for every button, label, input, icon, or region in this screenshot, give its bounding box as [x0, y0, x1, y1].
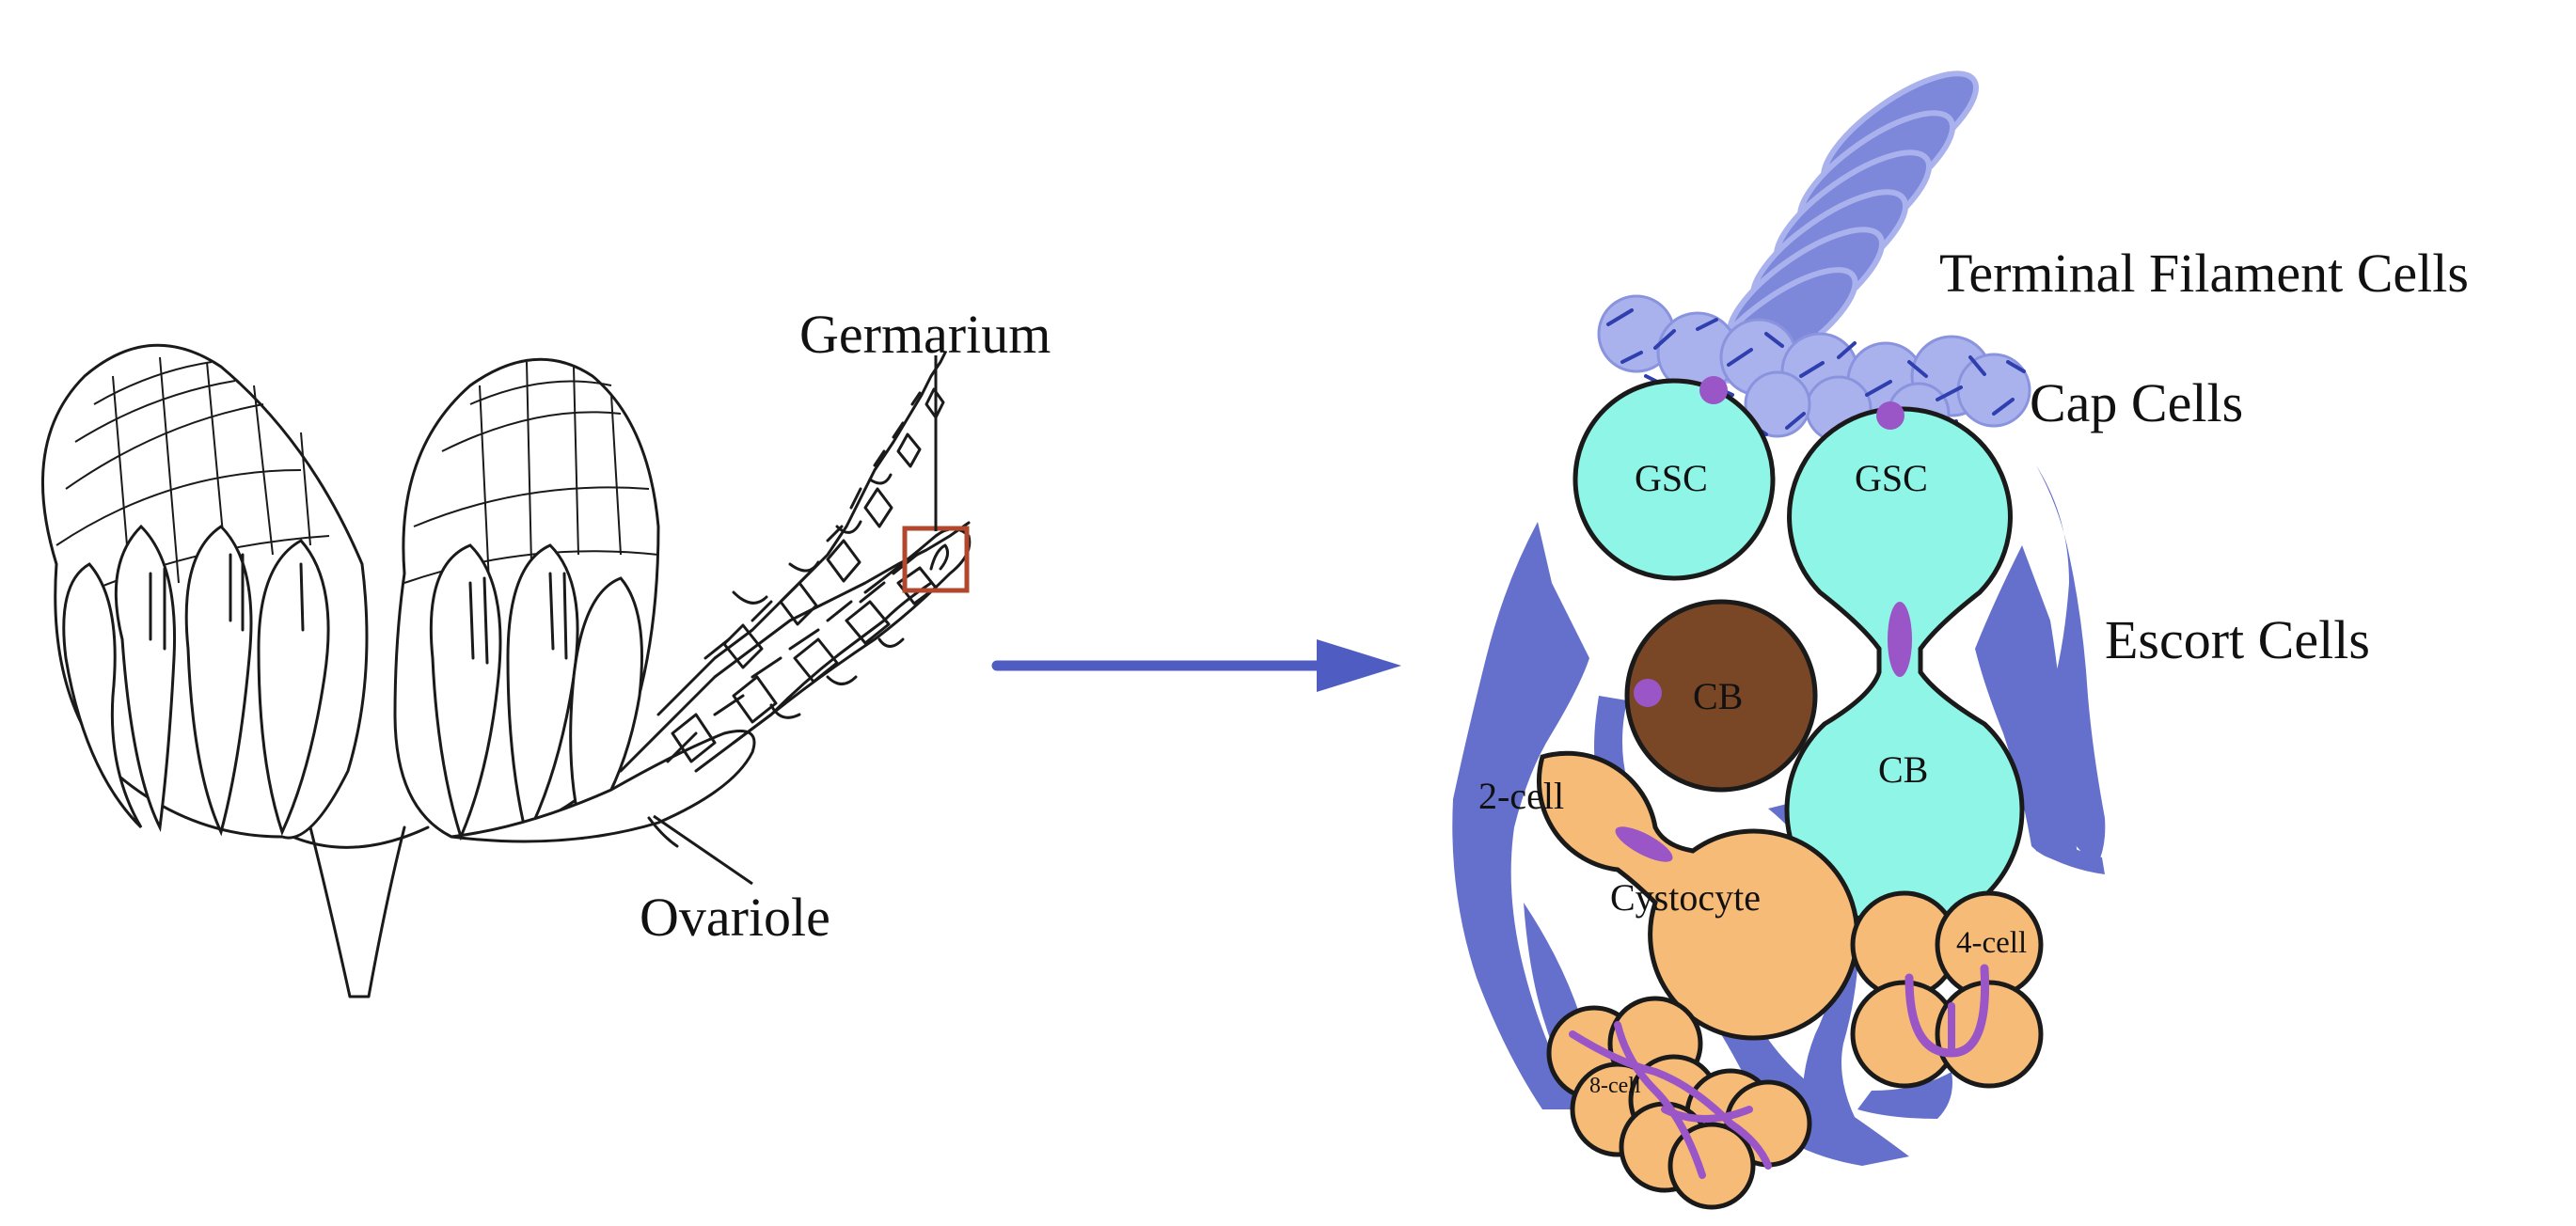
- oviduct-stalk: [308, 825, 406, 998]
- four-cell-cyst: 4-cell: [1850, 890, 2044, 1089]
- cb-brown-label: CB: [1693, 675, 1743, 717]
- four-cell-label: 4-cell: [1956, 926, 2027, 960]
- gsc-right-label: GSC: [1855, 457, 1928, 499]
- transition-arrow: [991, 639, 1401, 692]
- ovariole: [450, 730, 756, 843]
- escort-cells-label: Escort Cells: [2105, 609, 2370, 670]
- gsc-left-label: GSC: [1635, 457, 1708, 499]
- germarium-label: Germarium: [799, 304, 1051, 365]
- ovariole-strands: [450, 351, 972, 848]
- spectrosome-left: [1699, 376, 1728, 404]
- terminal-filament-cells: [1706, 71, 1980, 384]
- cystocyte-label: Cystocyte: [1610, 876, 1761, 919]
- ovariole-pointer-line: [653, 814, 753, 886]
- left-ovary: [41, 343, 369, 840]
- right-ovary: [393, 357, 660, 841]
- fusome-two-cell: [1615, 826, 1673, 862]
- spectrosome-right: [1876, 401, 1904, 430]
- two-cell-label: 2-cell: [1478, 775, 1564, 817]
- cystoblast-brown: CB: [1624, 599, 1818, 793]
- two-cell-cyst: 2-cell Cystocyte: [1478, 750, 1860, 1041]
- fusome-eight-cell: [1569, 1021, 1772, 1179]
- terminal-filament-label: Terminal Filament Cells: [1939, 243, 2469, 304]
- ovariole-label: Ovariole: [640, 887, 830, 948]
- fusome-gsc-cb: [1888, 602, 1912, 677]
- spectrosome-cb: [1634, 679, 1662, 707]
- germline-stem-cells: GSC GSC CB: [1572, 376, 2025, 931]
- ovary-drawing: Germarium Ovariole: [41, 304, 1051, 998]
- eight-cell-label: 8-cell: [1589, 1074, 1641, 1098]
- germarium-schematic: GSC GSC CB CB 2-cell Cystocyte 4-cell: [1452, 71, 2469, 1210]
- cap-cells-label: Cap Cells: [2030, 372, 2243, 433]
- gsc-left: [1572, 378, 1776, 581]
- cb-cyan-label: CB: [1878, 748, 1928, 791]
